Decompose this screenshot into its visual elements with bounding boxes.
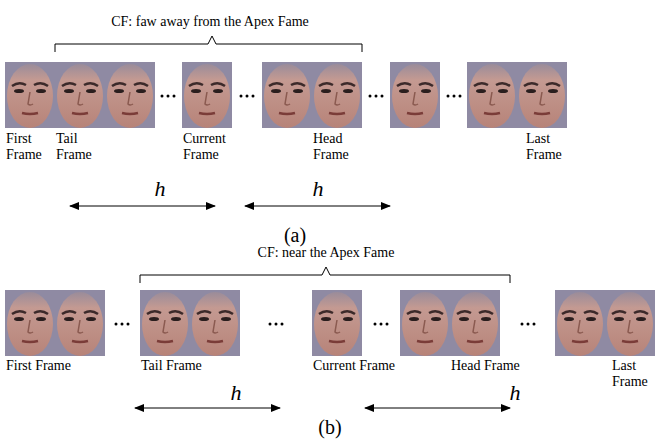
span-arrow	[245, 206, 390, 207]
frame-label: First Frame	[6, 131, 52, 163]
bracket-label: CF: faw away from the Apex Fame	[111, 14, 309, 30]
frame-label: Current Frame	[183, 131, 235, 163]
frame-label: Head Frame	[313, 131, 359, 163]
frame-label: Tail Frame	[141, 358, 202, 374]
interval-symbol: h	[313, 178, 324, 200]
frame-label: Last Frame	[612, 358, 656, 390]
span-arrow	[135, 408, 280, 409]
frame-label: First Frame	[6, 358, 71, 374]
ellipsis-dots	[115, 323, 536, 326]
ellipsis-dots	[161, 95, 462, 98]
frame-label: Last Frame	[526, 131, 572, 163]
span-arrow	[365, 408, 510, 409]
frame-label: Tail Frame	[56, 131, 102, 163]
bracket-label: CF: near the Apex Fame	[258, 245, 395, 261]
frame-label: Head Frame	[451, 358, 520, 374]
panel-caption: (b)	[318, 416, 341, 438]
panel-caption: (a)	[284, 224, 306, 246]
interval-symbol: h	[510, 382, 521, 404]
bracket	[55, 36, 362, 52]
frame-label: Current Frame	[313, 358, 395, 374]
interval-symbol: h	[231, 382, 242, 404]
interval-symbol: h	[155, 178, 166, 200]
span-arrow	[70, 206, 215, 207]
face-frames	[5, 62, 567, 128]
bracket	[140, 267, 510, 283]
face-frames	[5, 290, 655, 356]
